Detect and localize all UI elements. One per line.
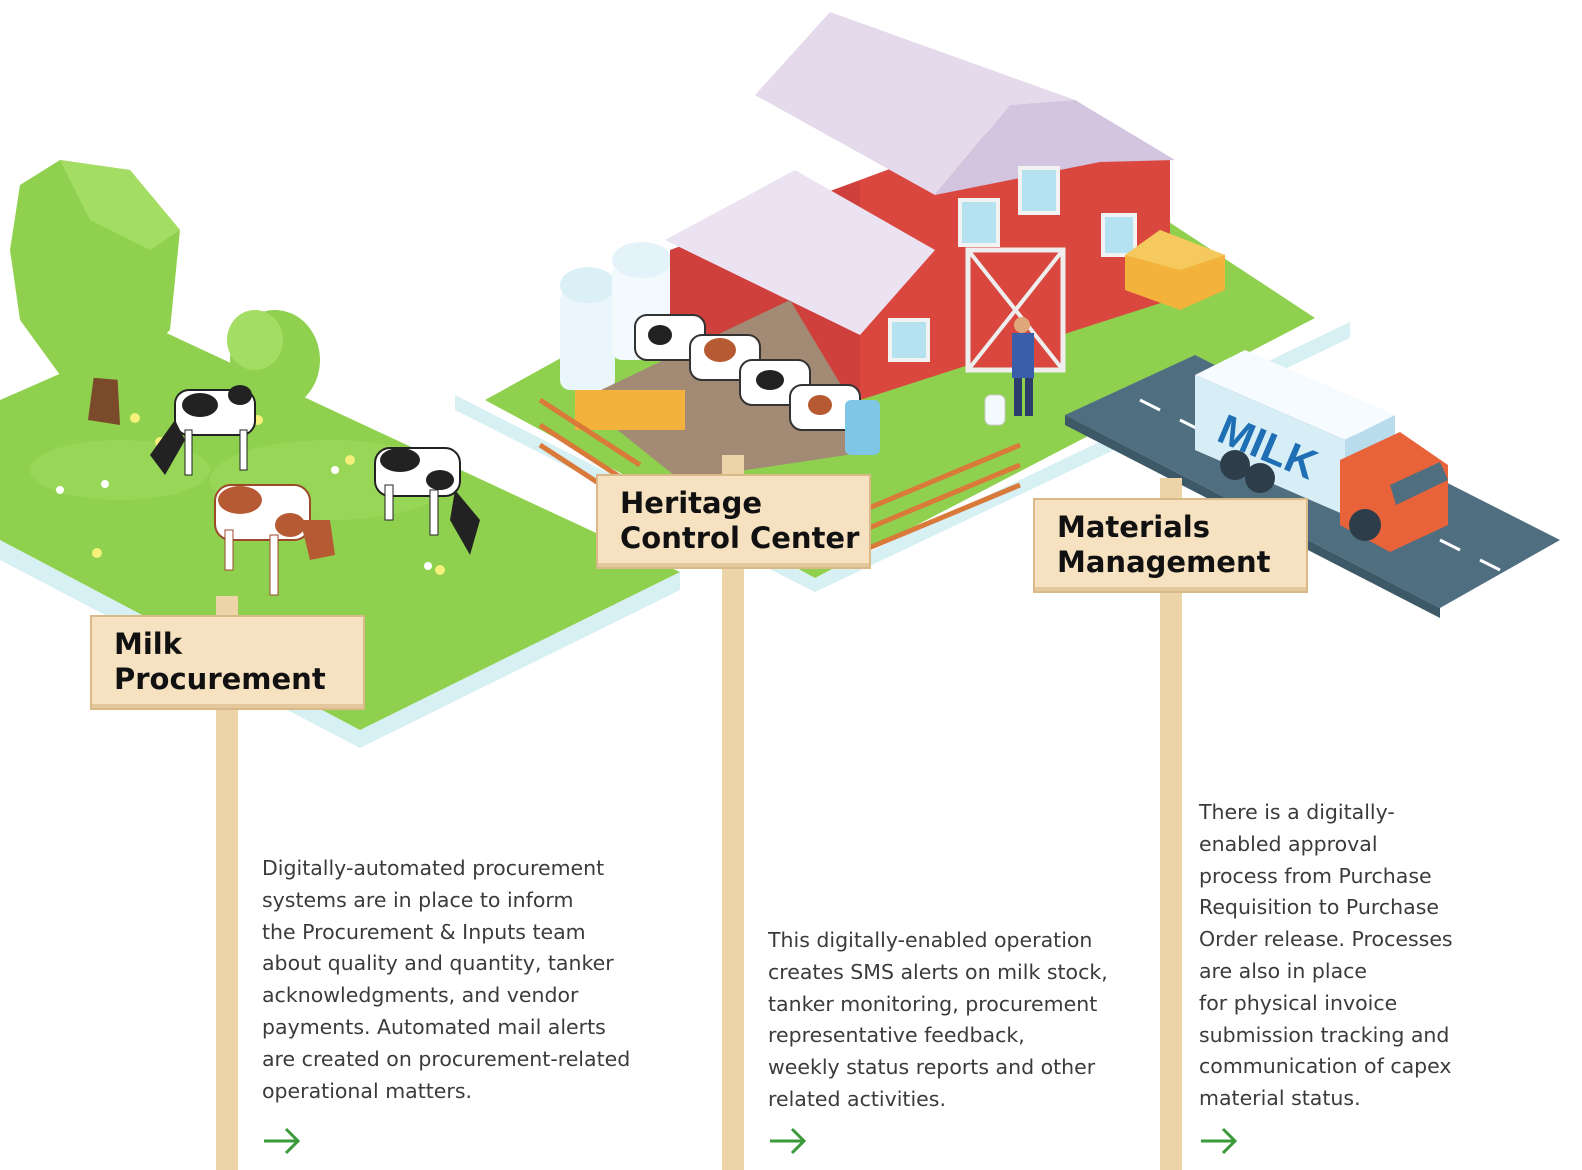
sign-materials-management: Materials Management (1033, 498, 1308, 593)
milk-silos (560, 242, 672, 390)
sign-heritage-control-center: Heritage Control Center (596, 474, 871, 569)
description-line: communication of capex (1199, 1054, 1452, 1079)
description-line: There is a digitally- (1199, 800, 1395, 824)
description-line: material status. (1199, 1086, 1361, 1111)
description-line: weekly status reports and other (768, 1055, 1096, 1080)
description-line: creates SMS alerts on milk stock, (768, 959, 1108, 984)
arrow-right-icon[interactable] (768, 1126, 808, 1156)
farmer (984, 317, 1034, 426)
description-line: for physical invoice (1199, 990, 1398, 1015)
description-milk-procurement: Digitally-automated procurement systems … (262, 853, 630, 1107)
description-line: related activities. (768, 1086, 946, 1111)
description-line: Digitally-automated procurement (262, 856, 605, 880)
cow-black-1 (150, 385, 256, 476)
description-line: tanker monitoring, procurement (768, 991, 1098, 1016)
description-line: representative feedback, (768, 1023, 1025, 1048)
description-line: process from Purchase (1199, 863, 1432, 888)
description-materials-management: There is a digitally- enabled approval p… (1199, 797, 1453, 1115)
description-line: enabled approval (1199, 831, 1378, 856)
sign-milk-procurement: Milk Procurement (90, 615, 365, 710)
milk-truck: MILK (1195, 350, 1448, 552)
description-line: Requisition to Purchase (1199, 895, 1439, 920)
description-line: Order release. Processes (1199, 927, 1453, 952)
description-line: systems are in place to inform (262, 887, 574, 912)
description-line: acknowledgments, and vendor (262, 983, 579, 1008)
arrow-right-icon[interactable] (1199, 1126, 1239, 1156)
arrow-right-icon[interactable] (262, 1126, 302, 1156)
description-line: are created on procurement-related (262, 1046, 631, 1071)
milking-stalls (575, 300, 880, 480)
sign-title-line: Procurement (114, 662, 326, 696)
description-line: This digitally-enabled operation (768, 928, 1093, 952)
description-line: about quality and quantity, tanker (262, 951, 614, 976)
description-heritage-control-center: This digitally-enabled operation creates… (768, 925, 1108, 1116)
description-line: payments. Automated mail alerts (262, 1014, 606, 1039)
hay-bales (1125, 230, 1225, 310)
sign-title-line: Materials (1057, 510, 1210, 544)
sign-title-line: Milk (114, 627, 183, 661)
sign-title-line: Management (1057, 545, 1271, 579)
cow-black-2 (374, 447, 480, 555)
description-line: are also in place (1199, 958, 1368, 983)
tree (10, 160, 320, 425)
sign-posts (216, 455, 1182, 1170)
description-line: submission tracking and (1199, 1022, 1450, 1047)
description-line: the Procurement & Inputs team (262, 919, 586, 944)
sign-title-line: Heritage (620, 486, 763, 520)
sign-title-line: Control Center (620, 521, 860, 555)
description-line: operational matters. (262, 1078, 473, 1103)
cow-brown (214, 484, 335, 596)
